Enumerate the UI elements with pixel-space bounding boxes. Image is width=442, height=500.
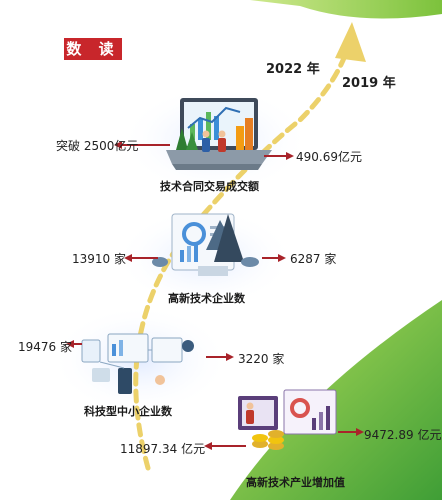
row2-right-value: 6287 家 <box>290 252 337 266</box>
title-badge: 数 读 <box>64 38 122 60</box>
row2-left-value: 13910 家 <box>72 252 126 266</box>
row1-right-value: 490.69亿元 <box>296 150 362 164</box>
row1-left-value: 突破 2500亿元 <box>56 139 139 153</box>
growth-arrow-icon <box>335 22 366 62</box>
year-previous: 2019 年 <box>342 76 396 91</box>
year-current: 2022 年 <box>266 62 320 77</box>
row2-caption: 高新技术企业数 <box>168 292 245 305</box>
row4-right-value: 9472.89 亿元 <box>364 428 442 442</box>
row4-left-value: 11897.34 亿元 <box>120 442 206 456</box>
row4-caption: 高新技术产业增加值 <box>246 476 345 489</box>
growth-dash-path <box>133 37 353 471</box>
row1-caption: 技术合同交易成交额 <box>160 180 259 193</box>
row3-caption: 科技型中小企业数 <box>84 405 172 418</box>
row3-right-value: 3220 家 <box>238 352 285 366</box>
row3-left-value: 19476 家 <box>18 340 72 354</box>
